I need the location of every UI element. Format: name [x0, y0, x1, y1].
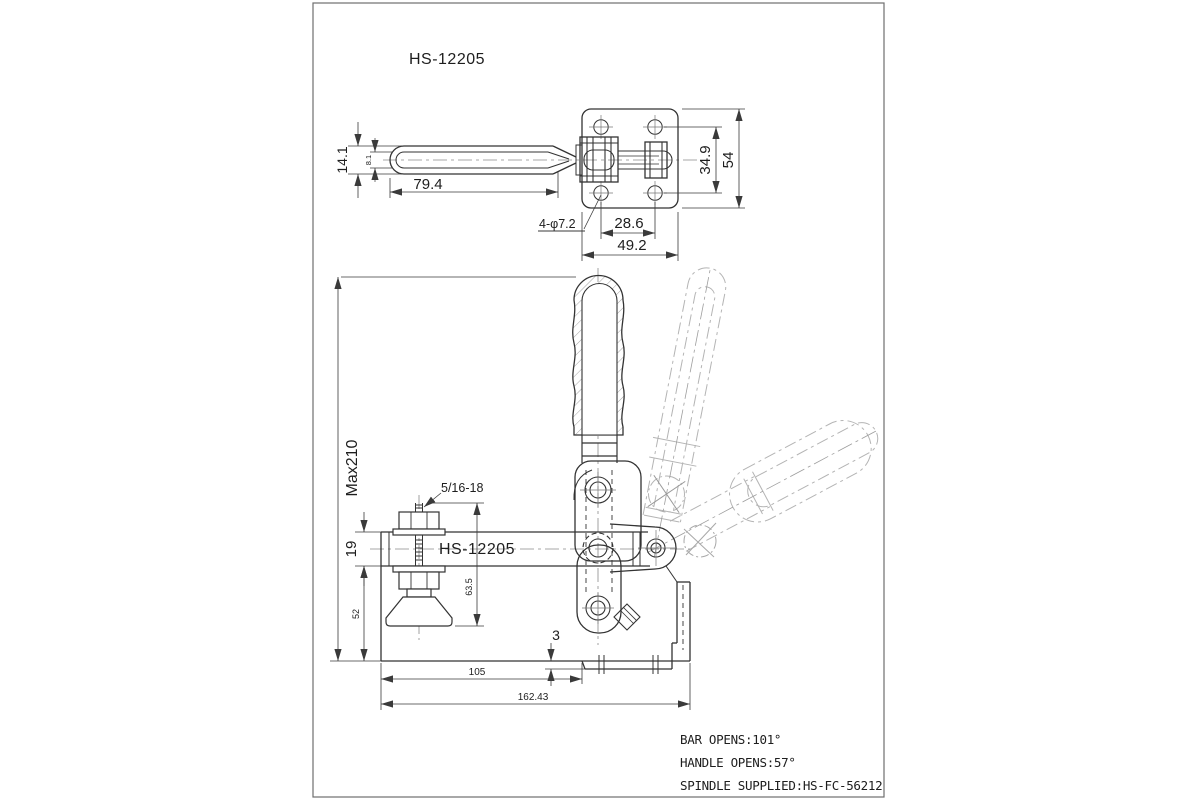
spindle-assembly [385, 503, 453, 627]
dim-plate-height-label: 54 [720, 152, 737, 169]
phantom-bar-open [642, 267, 727, 558]
dim-overall-length [380, 663, 691, 710]
phantom-pin-cross [683, 522, 717, 558]
dim-hole-span-v-label: 34.9 [697, 145, 714, 174]
dim-bar-length [389, 172, 559, 198]
notes-block: BAR OPENS:101° HANDLE OPENS:57° SPINDLE … [680, 732, 883, 793]
dim-slot-width-label: 8.1 [364, 155, 373, 165]
section-diamond [613, 603, 641, 631]
dim-plate-height [682, 108, 745, 209]
handle-grip [572, 274, 625, 436]
dim-plate-width [581, 212, 679, 261]
pivot-pins [580, 472, 676, 624]
dim-hole-span-v [664, 126, 722, 194]
note-bar-opens: BAR OPENS:101° [680, 732, 781, 747]
top-view: HS-12205 [334, 51, 745, 261]
note-handle-opens: HANDLE OPENS:57° [680, 755, 796, 770]
note-spindle-supplied: SPINDLE SUPPLIED:HS-FC-56212 [680, 778, 882, 793]
spindle-thread-callout: 5/16-18 [423, 481, 483, 508]
top-view-title: HS-12205 [409, 51, 485, 68]
dim-flange-step-label: 3 [552, 627, 560, 643]
phantom-handle-open [646, 419, 879, 554]
mounting-plate-top [581, 108, 679, 209]
handle-shaft [581, 435, 618, 463]
dim-hole-span-h-label: 28.6 [614, 215, 643, 232]
dim-bar-length-label: 79.4 [413, 176, 442, 193]
dim-plate-width-label: 49.2 [617, 237, 646, 254]
dim-slot-width [370, 138, 393, 182]
dim-spindle-assembly [428, 502, 484, 627]
base-bracket [381, 565, 691, 674]
holes-callout-label: 4-φ7.2 [539, 217, 576, 231]
dim-base-length-label: 105 [469, 667, 486, 678]
dim-hole-span-h [600, 202, 656, 239]
dim-bar-height-label: 14.1 [334, 146, 350, 173]
dim-spindle-assembly-label: 63.5 [464, 578, 474, 596]
mounting-holes [589, 115, 667, 205]
dim-base-length [380, 663, 583, 684]
bearing-block-top [579, 136, 673, 183]
dim-bar-to-base-label: 52 [351, 609, 361, 619]
front-view: HS-12205 [330, 267, 879, 710]
dim-max-height [330, 276, 576, 662]
dim-bar-thickness-label: 19 [343, 541, 360, 558]
dim-max-height-label: Max210 [344, 439, 361, 496]
dim-overall-length-label: 162.43 [518, 692, 549, 703]
spindle-thread-label: 5/16-18 [441, 481, 483, 495]
holes-callout: 4-φ7.2 [538, 194, 602, 232]
